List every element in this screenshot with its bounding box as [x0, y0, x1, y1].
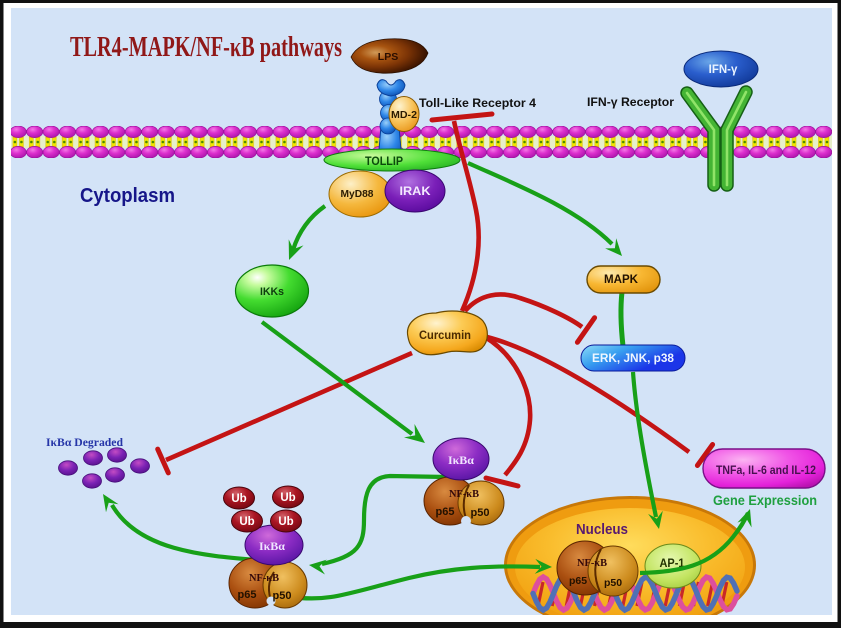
svg-text:NF-κB: NF-κB	[249, 572, 280, 584]
svg-text:NF-κB: NF-κB	[449, 488, 480, 500]
svg-text:IκBα: IκBα	[448, 453, 474, 467]
svg-text:Toll-Like Receptor 4: Toll-Like Receptor 4	[419, 96, 536, 110]
svg-text:Gene Expression: Gene Expression	[713, 492, 817, 508]
svg-text:IKKs: IKKs	[260, 286, 284, 298]
svg-text:Cytoplasm: Cytoplasm	[80, 185, 175, 207]
svg-text:p65: p65	[238, 589, 257, 601]
svg-text:Ub: Ub	[231, 493, 246, 505]
svg-text:TNFa, IL-6 and IL-12: TNFa, IL-6 and IL-12	[716, 463, 816, 477]
svg-text:p65: p65	[436, 506, 455, 518]
svg-text:MD-2: MD-2	[391, 109, 417, 121]
svg-text:LPS: LPS	[378, 51, 398, 63]
svg-text:Curcumin: Curcumin	[419, 328, 471, 342]
svg-text:IFN-γ: IFN-γ	[709, 64, 738, 76]
svg-text:p50: p50	[471, 507, 490, 519]
svg-text:IκBα Degraded: IκBα Degraded	[46, 435, 123, 449]
svg-text:TOLLIP: TOLLIP	[365, 156, 403, 168]
svg-text:AP-1: AP-1	[660, 556, 685, 570]
svg-text:IκBα: IκBα	[259, 539, 285, 553]
svg-text:p50: p50	[604, 577, 622, 589]
svg-text:TLR4-MAPK/NF-κB pathways: TLR4-MAPK/NF-κB pathways	[70, 32, 342, 63]
svg-text:p65: p65	[569, 575, 587, 587]
svg-text:Ub: Ub	[278, 516, 293, 528]
svg-text:MAPK: MAPK	[604, 274, 639, 286]
svg-text:IRAK: IRAK	[400, 186, 432, 198]
svg-text:MyD88: MyD88	[341, 188, 374, 200]
svg-text:IFN-γ Receptor: IFN-γ Receptor	[587, 95, 674, 109]
svg-text:Nucleus: Nucleus	[576, 521, 628, 538]
svg-text:Ub: Ub	[239, 516, 254, 528]
svg-text:Ub: Ub	[280, 492, 295, 504]
svg-text:NF-κB: NF-κB	[577, 557, 608, 569]
svg-text:ERK, JNK, p38: ERK, JNK, p38	[592, 353, 675, 365]
svg-text:p50: p50	[273, 590, 292, 602]
